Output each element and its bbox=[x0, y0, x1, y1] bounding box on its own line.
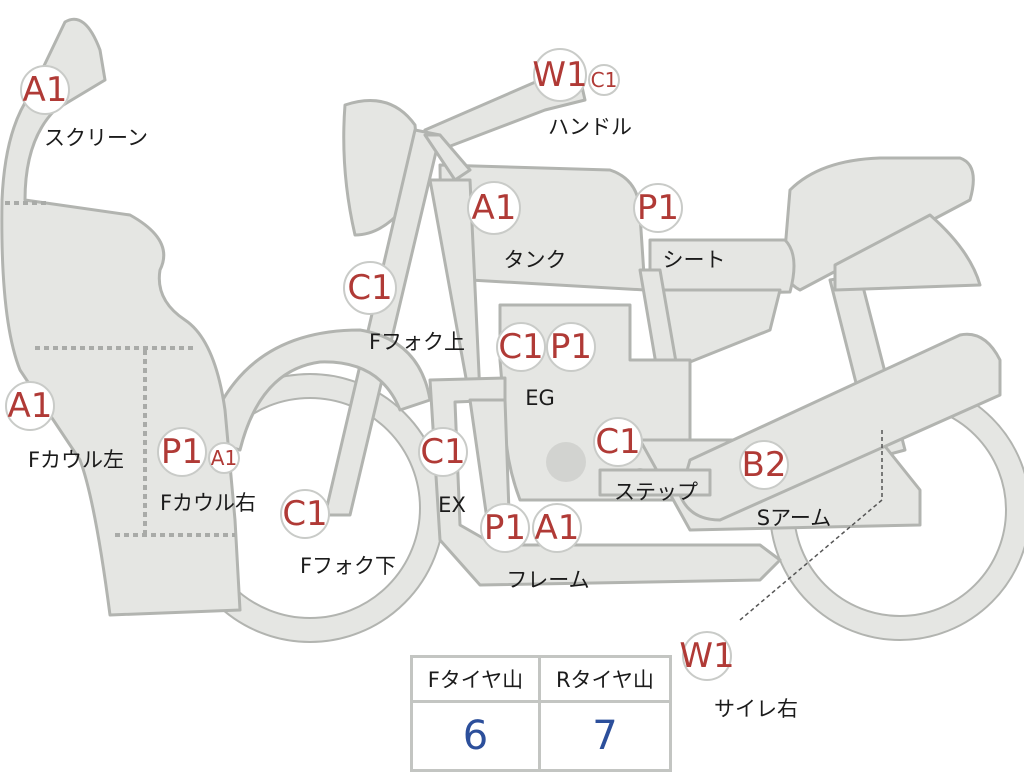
label-ffork-lower: Fフォク下 bbox=[300, 554, 396, 578]
marker-seat: P1 シート bbox=[633, 183, 726, 272]
marker-step: C1 ステップ bbox=[593, 417, 698, 504]
grade-screen: A1 bbox=[23, 70, 68, 110]
grade-silencer-right: W1 bbox=[679, 636, 734, 676]
marker-silencer-right: W1 サイレ右 bbox=[679, 631, 798, 721]
grade-step: C1 bbox=[595, 422, 640, 462]
grade-swingarm: B2 bbox=[742, 445, 787, 485]
label-swingarm: Sアーム bbox=[757, 506, 831, 530]
tire-tread-table: Fタイヤ山 Rタイヤ山 6 7 bbox=[410, 655, 673, 772]
grade-engine-1: C1 bbox=[498, 327, 543, 367]
grade-engine-2: P1 bbox=[550, 327, 592, 367]
label-silencer-right: サイレ右 bbox=[714, 697, 798, 721]
marker-tank: A1 タンク bbox=[467, 181, 567, 272]
grade-handle-2: C1 bbox=[591, 68, 618, 92]
front-tire-value: 6 bbox=[410, 700, 541, 772]
grade-frame-1: P1 bbox=[484, 508, 526, 548]
label-exhaust: EX bbox=[438, 493, 466, 517]
grade-fcowl-left: A1 bbox=[8, 386, 53, 426]
label-frame: フレーム bbox=[506, 568, 589, 592]
grade-seat: P1 bbox=[637, 188, 679, 228]
grade-frame-2: A1 bbox=[535, 508, 580, 548]
label-engine: EG bbox=[525, 386, 555, 410]
rear-tire-value: 7 bbox=[537, 700, 673, 772]
marker-engine: C1 P1 EG bbox=[496, 322, 596, 410]
label-ffork-upper: Fフォク上 bbox=[369, 330, 465, 354]
marker-fcowl-left: A1 Fカウル左 bbox=[5, 381, 124, 472]
label-seat: シート bbox=[663, 248, 726, 272]
label-fcowl-right: Fカウル右 bbox=[160, 491, 256, 515]
grade-handle-1: W1 bbox=[532, 55, 587, 95]
label-fcowl-left: Fカウル左 bbox=[28, 448, 124, 472]
label-screen: スクリーン bbox=[44, 126, 148, 150]
front-tire-header: Fタイヤ山 bbox=[410, 655, 541, 703]
marker-frame: P1 A1 フレーム bbox=[480, 503, 590, 592]
label-handle: ハンドル bbox=[548, 115, 632, 139]
rear-tire-header: Rタイヤ山 bbox=[537, 655, 673, 703]
marker-fcowl-right: P1 A1 Fカウル右 bbox=[157, 427, 256, 515]
grade-ffork-lower: C1 bbox=[282, 494, 327, 534]
grade-ffork-upper: C1 bbox=[347, 268, 392, 308]
grade-tank: A1 bbox=[472, 188, 517, 228]
marker-exhaust: C1 EX bbox=[418, 427, 468, 517]
grade-exhaust: C1 bbox=[420, 432, 465, 472]
grade-fcowl-right-2: A1 bbox=[211, 446, 237, 470]
grade-fcowl-right-1: P1 bbox=[161, 432, 203, 472]
marker-ffork-lower: C1 Fフォク下 bbox=[280, 489, 396, 578]
marker-screen: A1 スクリーン bbox=[20, 65, 148, 150]
label-step: ステップ bbox=[614, 480, 698, 504]
marker-handle: W1 C1 ハンドル bbox=[532, 48, 632, 139]
marker-ffork-upper: C1 Fフォク上 bbox=[343, 261, 465, 354]
label-tank: タンク bbox=[504, 248, 567, 272]
marker-swingarm: B2 Sアーム bbox=[739, 440, 831, 530]
